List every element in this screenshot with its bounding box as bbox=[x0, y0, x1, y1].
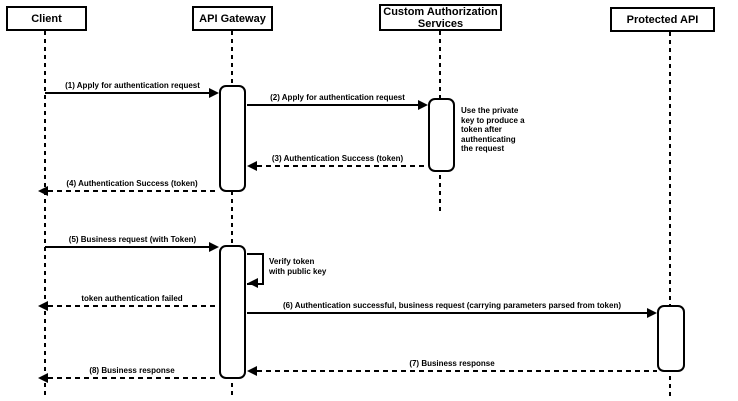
message-label-2: (2) Apply for authentication request bbox=[270, 93, 405, 102]
arrowhead-right-icon bbox=[209, 88, 219, 98]
self-message-label: Verify token with public key bbox=[269, 257, 327, 276]
arrowhead-left-icon bbox=[247, 366, 257, 376]
message-label-4: (4) Authentication Success (token) bbox=[66, 179, 198, 188]
message-line-2 bbox=[247, 104, 419, 106]
message-line-7 bbox=[257, 370, 657, 372]
message-line-3 bbox=[257, 165, 428, 167]
arrowhead-left-icon bbox=[38, 373, 48, 383]
lifeline-client bbox=[44, 31, 46, 399]
message-label-7: (7) Business response bbox=[409, 359, 495, 368]
activation-protected-api bbox=[657, 305, 685, 372]
actor-label-protected-api: Protected API bbox=[626, 13, 699, 26]
arrowhead-right-icon bbox=[418, 100, 428, 110]
actor-label-custom-auth: Custom Authorization Services bbox=[383, 5, 498, 30]
activation-api-gateway-business bbox=[219, 245, 246, 379]
message-line-5 bbox=[45, 246, 210, 248]
message-label-6: (6) Authentication successful, business … bbox=[282, 301, 622, 310]
note-private-key: Use the private key to produce a token a… bbox=[461, 106, 525, 153]
arrowhead-right-icon bbox=[209, 242, 219, 252]
message-label-8: (8) Business response bbox=[89, 366, 175, 375]
actor-box-custom-auth: Custom Authorization Services bbox=[379, 4, 502, 31]
message-line-4 bbox=[48, 190, 219, 192]
message-label-5: (5) Business request (with Token) bbox=[68, 235, 197, 244]
message-line-8 bbox=[48, 377, 219, 379]
message-line-6 bbox=[247, 312, 648, 314]
message-label-3: (3) Authentication Success (token) bbox=[271, 154, 404, 163]
activation-custom-auth bbox=[428, 98, 455, 172]
activation-api-gateway-auth bbox=[219, 85, 246, 192]
arrowhead-left-icon bbox=[248, 278, 258, 288]
lifeline-protected-api bbox=[669, 32, 671, 398]
actor-label-api-gateway: API Gateway bbox=[199, 12, 266, 25]
arrowhead-left-icon bbox=[247, 161, 257, 171]
message-line-1 bbox=[45, 92, 210, 94]
message-label-1: (1) Apply for authentication request bbox=[65, 81, 200, 90]
actor-label-client: Client bbox=[31, 12, 62, 25]
message-label-failed: token authentication failed bbox=[81, 294, 183, 303]
lifeline-api-gateway bbox=[231, 31, 233, 399]
arrowhead-left-icon bbox=[38, 186, 48, 196]
actor-box-api-gateway: API Gateway bbox=[192, 6, 273, 31]
message-line-failed bbox=[48, 305, 219, 307]
arrowhead-right-icon bbox=[647, 308, 657, 318]
actor-box-client: Client bbox=[6, 6, 87, 31]
actor-box-protected-api: Protected API bbox=[610, 7, 715, 32]
arrowhead-left-icon bbox=[38, 301, 48, 311]
